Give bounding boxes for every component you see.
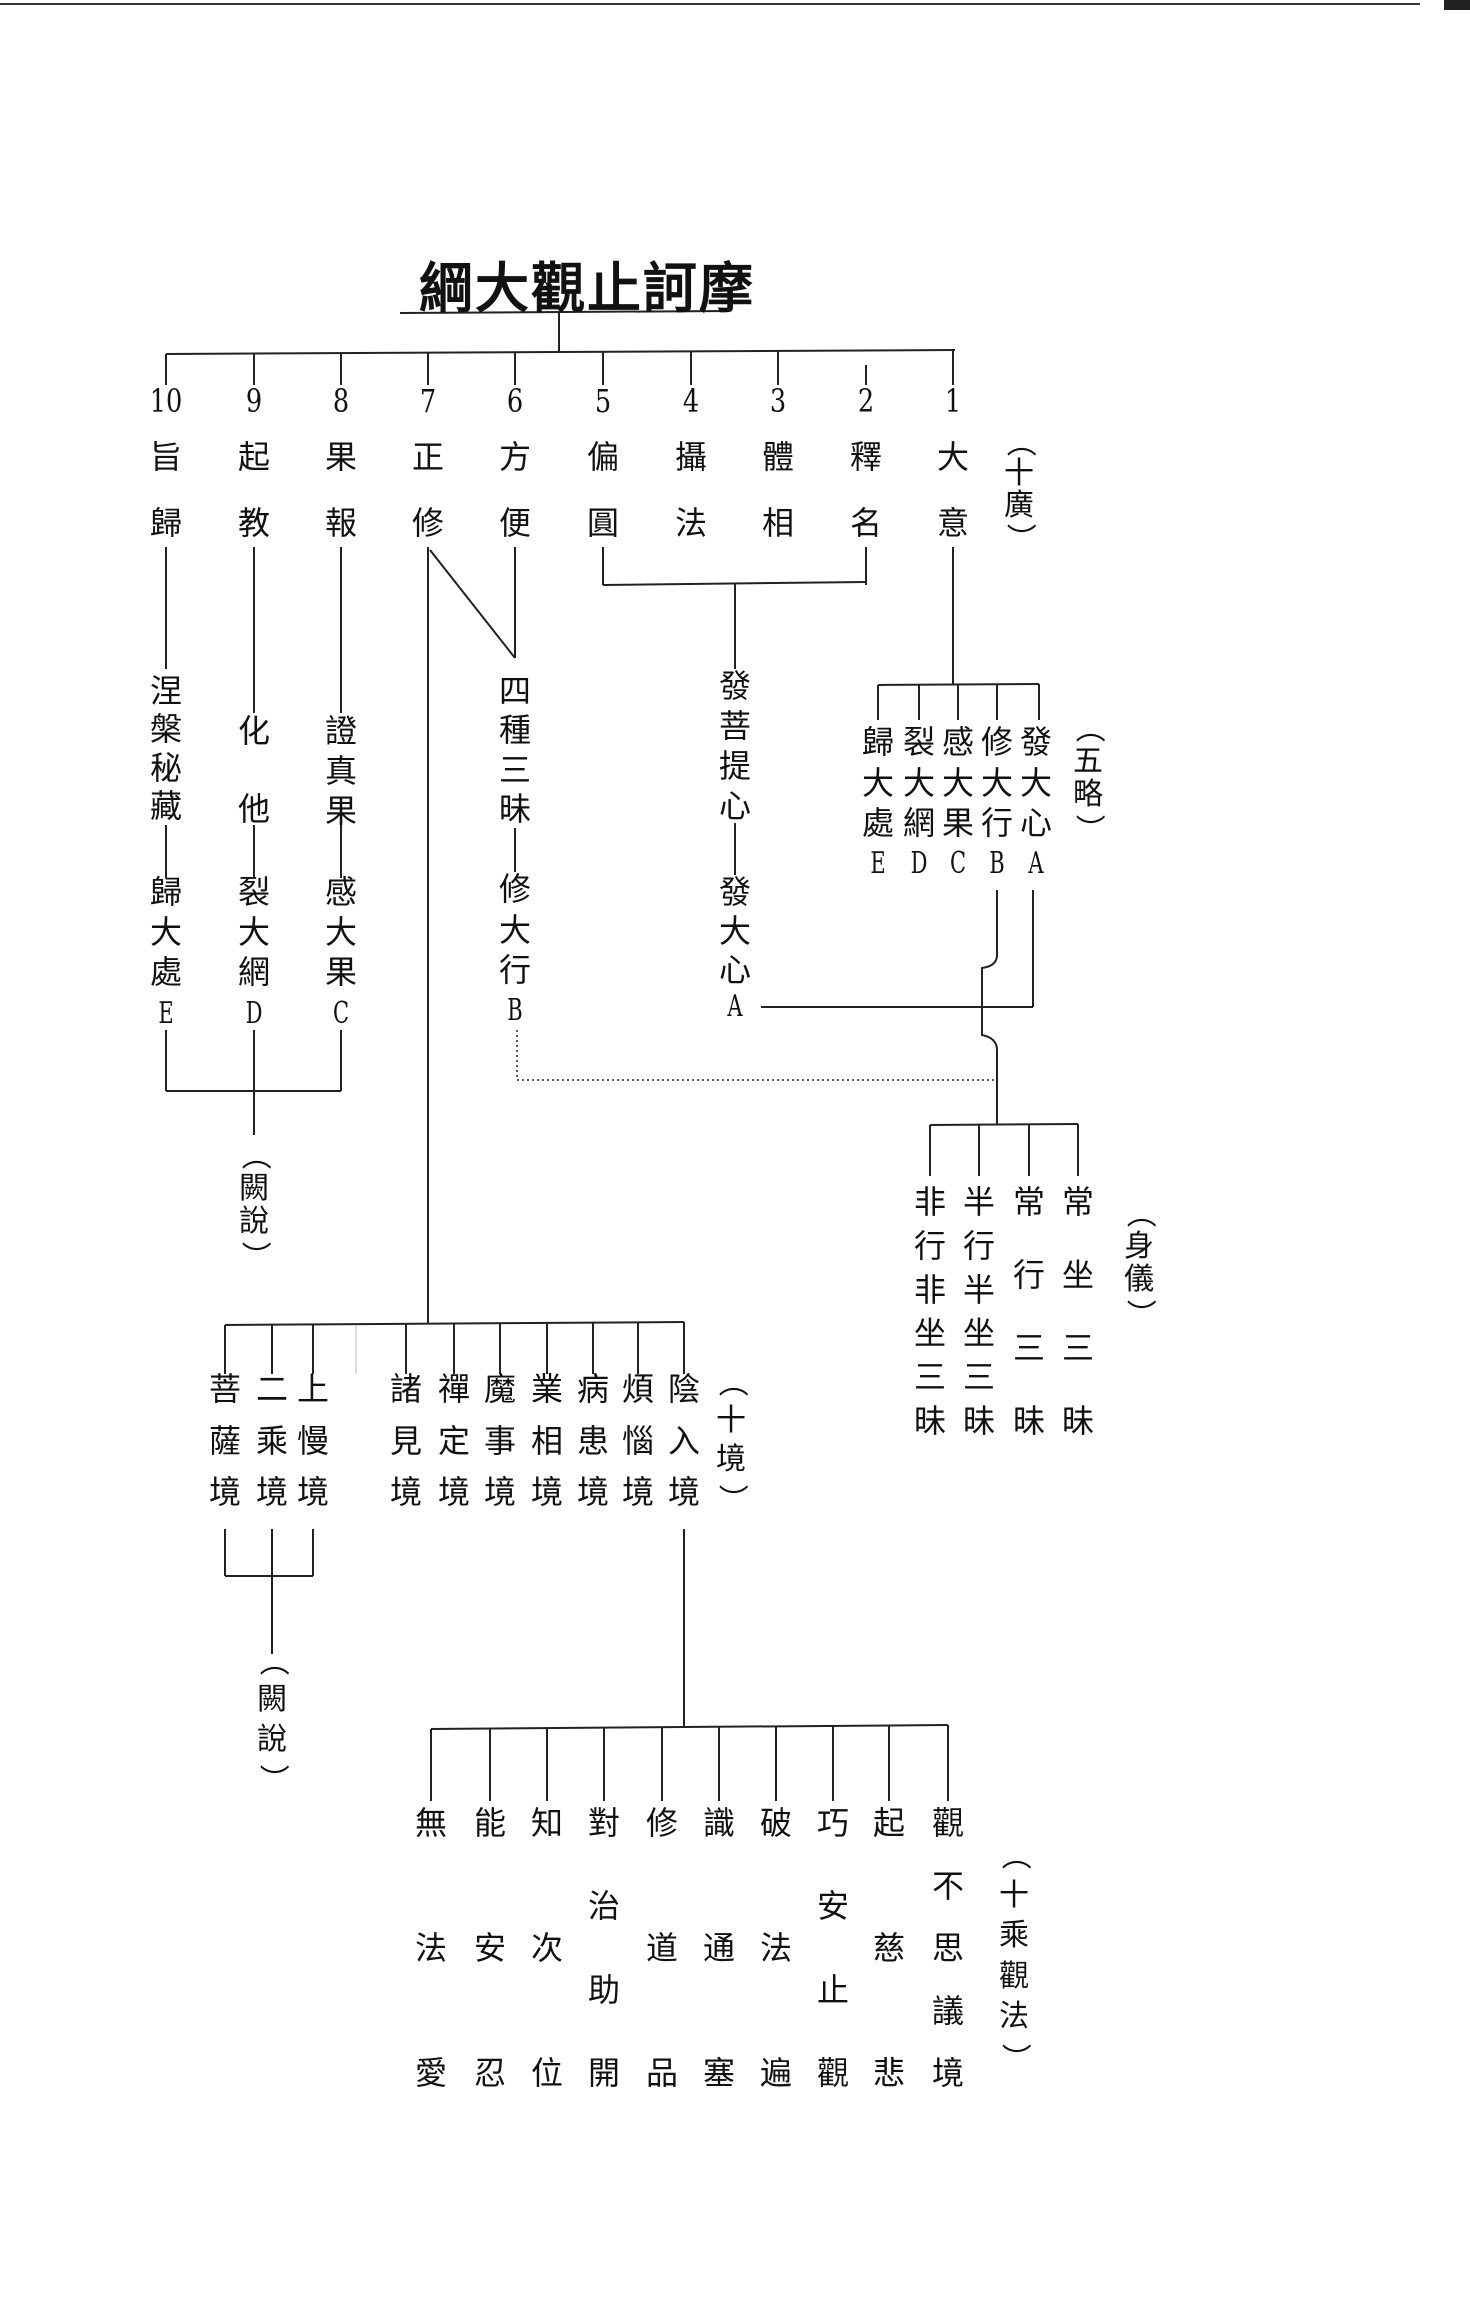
vehicle-item: 巧安止觀 [816,1804,849,2092]
realm-item: 菩薩境 [208,1370,241,1511]
section-number: 2 [857,382,875,420]
vehicle-item: 修道品 [645,1804,678,2092]
posture-note: （身儀） [1122,1198,1157,1329]
section-name: 方便 [498,438,531,542]
section-number: 6 [506,382,524,420]
posture-item: 半行半坐三昧 [962,1183,995,1440]
vehicle-item: 識通塞 [702,1804,735,2092]
omitted-note: （闕說） [237,1140,272,1271]
section-name: 體相 [761,438,794,542]
samadhi-letter: B [507,993,523,1028]
bodhi-letter: A [727,989,743,1024]
section-number: 8 [332,382,350,420]
vehicle-note: （十乘觀法） [997,1840,1032,2073]
samadhi-bottom: 修大行 [498,870,531,989]
section-number: 7 [419,382,437,420]
vehicle-item: 對治助開 [587,1804,620,2092]
vehicle-item: 起慈悲 [872,1804,905,2092]
vehicle-item: 觀不思議境 [931,1804,964,2092]
section-number: 4 [682,382,700,420]
page-title: 綱大觀止訶摩 [419,256,755,320]
section-name: 大意 [936,438,969,542]
realm-omitted-note: （闕說） [255,1646,290,1794]
section-name: 起教 [237,438,270,542]
realm-item: 陰入境 [667,1370,700,1511]
section-number: 9 [245,382,263,420]
ten-broad-bar [165,349,956,355]
vehicle-item: 破法遍 [759,1804,792,2092]
fruit-bottom: 感大果 [324,873,357,991]
realm-item: 病患境 [576,1370,609,1511]
five-summary-letter: D [910,846,928,881]
five-summary-item: 發大心 [1019,723,1052,842]
title-underline [399,310,729,314]
return-top: 涅槃秘藏 [149,672,182,825]
section-number: 10 [149,382,183,420]
five-summary-item: 感大果 [941,723,974,842]
vehicle-item: 能安忍 [473,1804,506,2092]
realm-item: 業相境 [530,1370,563,1511]
return-letter: E [158,996,174,1031]
posture-item: 非行非坐三昧 [913,1183,946,1440]
samadhi-top: 四種三昧 [498,672,531,828]
five-summary-letter: E [870,846,886,881]
realm-item: 魔事境 [483,1370,516,1511]
bodhi-bottom: 發大心 [718,873,751,989]
ten-broad-note: （十廣） [1002,427,1037,553]
five-summary-letter: B [989,846,1005,881]
section-name: 釋名 [849,438,882,542]
five-summary-letter: C [949,846,967,881]
section-name: 正修 [411,438,444,542]
posture-item: 常坐三昧 [1061,1183,1094,1440]
teach-letter: D [245,996,263,1031]
five-summary-note: （五略） [1071,713,1106,844]
section-name: 旨歸 [149,438,182,542]
five-summary-letter: A [1028,846,1044,881]
return-bottom: 歸大處 [149,873,182,991]
realm-item: 上慢境 [296,1370,329,1511]
realm-item: 煩惱境 [621,1370,654,1511]
vehicle-item: 無法愛 [414,1804,447,2092]
teach-bottom: 裂大網 [237,873,270,991]
bodhi-top: 發菩提心 [718,667,751,825]
section-number: 5 [594,382,612,420]
page-corner-mark [1444,0,1470,10]
section-name: 果報 [324,438,357,542]
five-summary-item: 修大行 [980,723,1013,842]
section-number: 1 [944,382,962,420]
teach-top: 化他 [237,712,270,828]
five-summary-item: 歸大處 [861,723,894,842]
fruit-top: 證真果 [324,712,357,830]
realm-item: 諸見境 [389,1370,422,1511]
section-name: 攝法 [674,438,707,542]
posture-item: 常行三昧 [1012,1183,1045,1440]
page-top-edge [0,3,1420,5]
realm-item: 二乘境 [255,1370,288,1511]
fruit-letter: C [332,996,350,1031]
section-name: 偏圓 [586,438,619,542]
vehicle-item: 知次位 [530,1804,563,2092]
realm-note: （十境） [714,1367,749,1514]
section-number: 3 [769,382,787,420]
five-summary-item: 裂大網 [902,723,935,842]
realm-item: 禪定境 [437,1370,470,1511]
